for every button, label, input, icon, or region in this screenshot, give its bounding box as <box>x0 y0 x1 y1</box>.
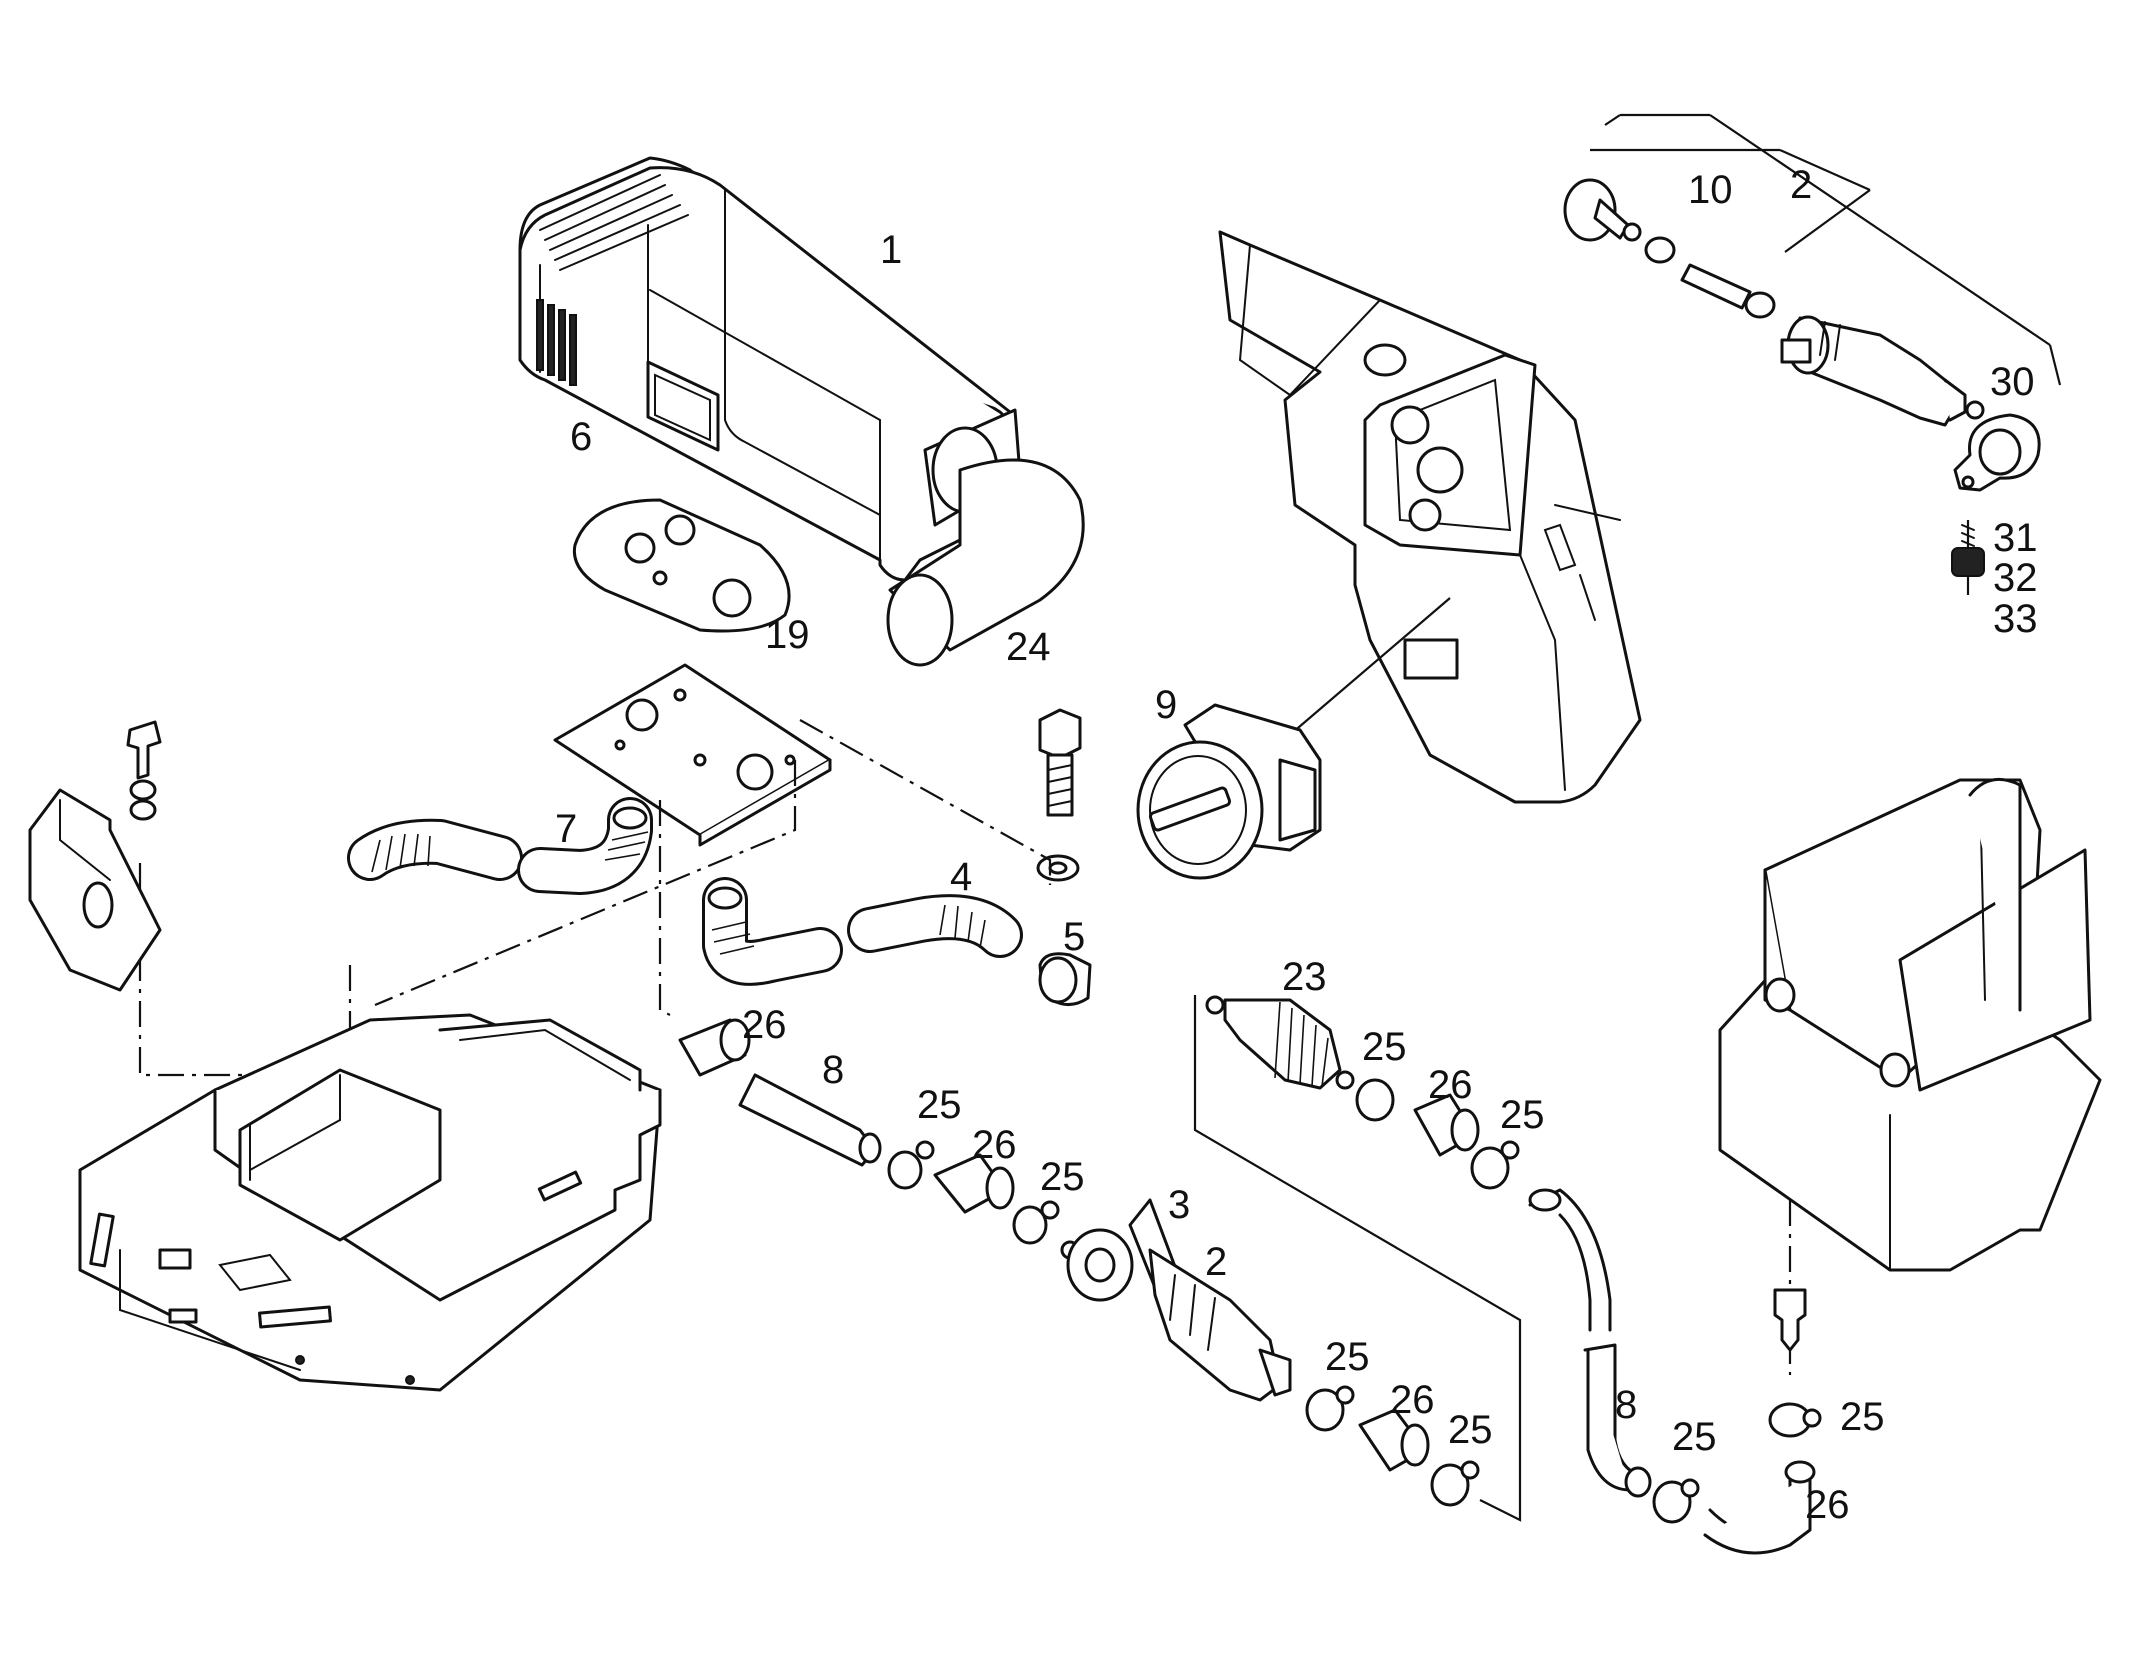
duct-hose-7 <box>347 797 653 895</box>
label-25-h: 25 <box>1840 1395 1885 1439</box>
label-30: 30 <box>1990 360 2035 404</box>
end-cap <box>1038 952 1092 1006</box>
label-33: 33 <box>1993 597 2038 641</box>
pump-kit-bracket <box>1590 113 2062 386</box>
grille <box>536 174 689 386</box>
fuel-hose-long <box>1528 1188 1700 1524</box>
label-3: 3 <box>1168 1183 1190 1227</box>
label-9: 9 <box>1155 683 1177 727</box>
label-2-kit: 2 <box>1790 163 1812 207</box>
pump-bracket-disc <box>1563 178 1642 242</box>
fuel-line-left <box>678 1018 1060 1245</box>
fuel-line-right-lower <box>1305 1385 1480 1507</box>
filter-valve <box>1060 1198 1292 1402</box>
inline-filter <box>1205 995 1355 1090</box>
group-bracket-line <box>1193 995 1522 1522</box>
mounting-bolt <box>1036 708 1082 882</box>
adapter-plate <box>553 663 832 847</box>
label-25-d: 25 <box>1500 1093 1545 1137</box>
fuel-line-mid <box>1355 1078 1520 1190</box>
pump-clamp <box>1953 413 2041 492</box>
label-4: 4 <box>950 855 972 899</box>
label-1: 1 <box>880 228 902 272</box>
label-7: 7 <box>555 807 577 851</box>
label-5: 5 <box>1063 915 1085 959</box>
label-24: 24 <box>1006 625 1051 669</box>
exhaust-elbow <box>886 458 1085 667</box>
label-19: 19 <box>765 613 810 657</box>
label-25-f: 25 <box>1448 1408 1493 1452</box>
label-25-a: 25 <box>917 1083 962 1127</box>
label-25-b: 25 <box>1040 1155 1085 1199</box>
rubber-mount <box>1951 520 1985 595</box>
fuel-tank <box>1718 777 2102 1272</box>
part-labels: 1 2 10 6 19 24 30 31 32 33 9 7 4 5 26 8 … <box>555 163 2038 1527</box>
control-housing <box>1218 230 1642 804</box>
label-26-e: 26 <box>1805 1483 1850 1527</box>
label-26-d: 26 <box>1390 1378 1435 1422</box>
label-2-pump: 2 <box>1205 1240 1227 1284</box>
label-26-c: 26 <box>1428 1063 1473 1107</box>
side-bracket <box>28 720 162 992</box>
fuel-elbow-right <box>1703 1288 1822 1555</box>
leader-switch <box>1277 597 1451 746</box>
label-10: 10 <box>1688 168 1733 212</box>
label-6: 6 <box>570 415 592 459</box>
label-26-b: 26 <box>972 1123 1017 1167</box>
fuel-pump <box>1780 315 1985 427</box>
base-chassis <box>78 1013 662 1392</box>
mounting-gasket <box>572 498 791 633</box>
label-31: 31 <box>1993 516 2038 560</box>
duct-hose-4 <box>702 877 1023 986</box>
label-32: 32 <box>1993 556 2038 600</box>
label-23: 23 <box>1282 955 1327 999</box>
label-25-c: 25 <box>1362 1025 1407 1069</box>
label-8-b: 8 <box>1615 1383 1637 1427</box>
label-26-a: 26 <box>742 1003 787 1047</box>
label-25-e: 25 <box>1325 1335 1370 1379</box>
hose-clip-small <box>1644 236 1776 319</box>
rotary-switch <box>1136 703 1322 880</box>
label-25-g: 25 <box>1672 1415 1717 1459</box>
heater-unit <box>518 156 1022 582</box>
label-8-a: 8 <box>822 1048 844 1092</box>
hose-piece-small <box>1680 263 1752 310</box>
